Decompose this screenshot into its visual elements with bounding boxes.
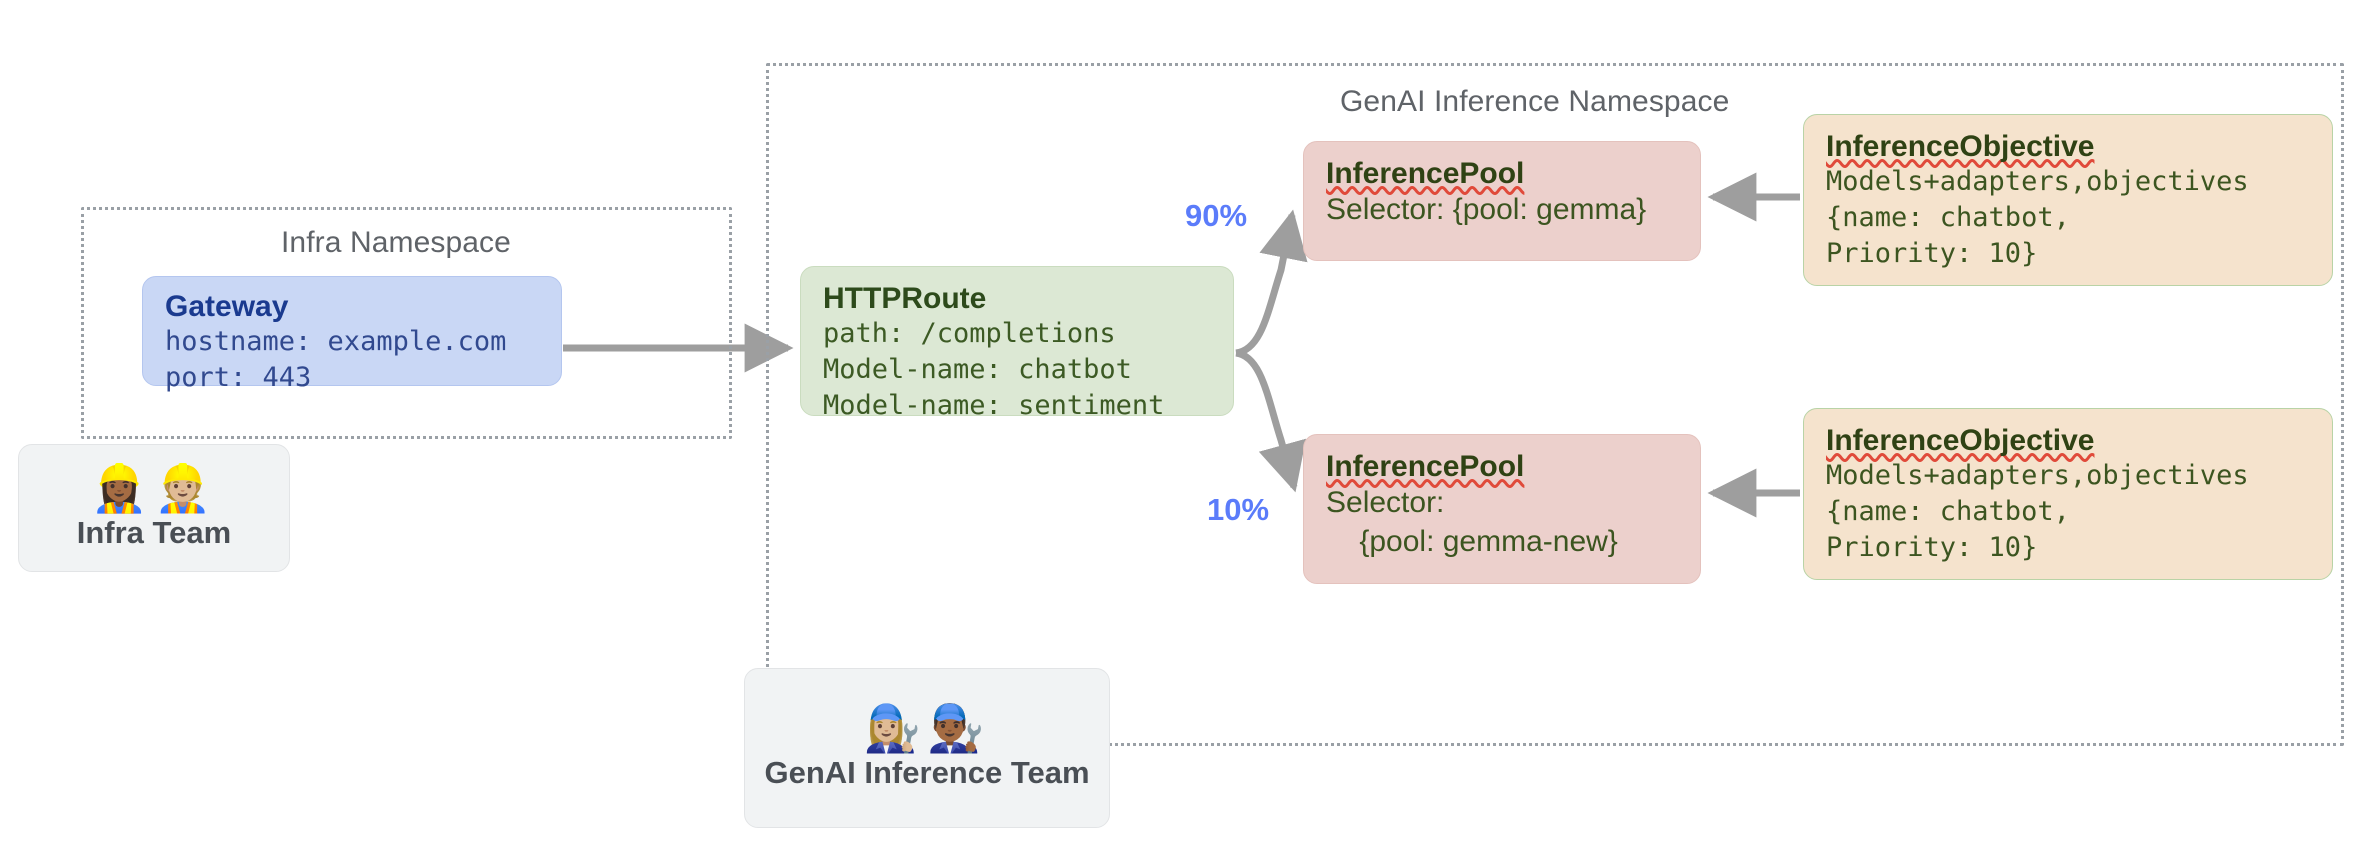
node-inference-pool-gemma-selector: Selector: {pool: gemma} bbox=[1326, 193, 1647, 227]
construction-worker-icon: 👷🏾‍♀️👷🏼 bbox=[90, 461, 218, 515]
node-gateway[interactable]: Gateway hostname: example.com port: 443 bbox=[142, 276, 562, 393]
node-inference-pool-gemma-title: InferencePool bbox=[1326, 157, 1525, 190]
node-inference-pool-gemma-new-selector-label: Selector: bbox=[1326, 486, 1445, 520]
team-chip-infra-label: Infra Team bbox=[76, 515, 232, 550]
node-httproute[interactable]: HTTPRoute path: /completions Model-name:… bbox=[800, 266, 1234, 421]
node-gateway-port: port: 443 bbox=[165, 362, 312, 394]
node-inference-objective-bottom-title: InferenceObjective bbox=[1826, 424, 2095, 457]
node-httproute-model-name-sentiment: Model-name: sentiment bbox=[823, 389, 1165, 421]
mechanic-icon: 👩🏼‍🔧👨🏾‍🔧 bbox=[863, 701, 991, 755]
namespace-infra bbox=[81, 207, 732, 439]
node-inference-objective-top-title: InferenceObjective bbox=[1826, 130, 2095, 163]
node-gateway-hostname: hostname: example.com bbox=[165, 326, 507, 358]
edge-weight-10: 10% bbox=[1207, 492, 1270, 527]
node-inference-pool-gemma-new-selector-value: {pool: gemma-new} bbox=[1326, 524, 1618, 558]
namespace-infra-title: Infra Namespace bbox=[281, 226, 511, 259]
node-httproute-path: path: /completions bbox=[823, 318, 1116, 350]
node-inference-objective-bottom-name: {name: chatbot, bbox=[1826, 496, 2070, 528]
node-httproute-title: HTTPRoute bbox=[823, 282, 987, 315]
team-chip-genai[interactable]: 👩🏼‍🔧👨🏾‍🔧 GenAI Inference Team bbox=[744, 668, 1110, 828]
node-inference-objective-top[interactable]: InferenceObjective Models+adapters,objec… bbox=[1803, 114, 2333, 286]
node-inference-pool-gemma[interactable]: InferencePool Selector: {pool: gemma} bbox=[1303, 141, 1701, 261]
node-inference-pool-gemma-new[interactable]: InferencePool Selector: {pool: gemma-new… bbox=[1303, 434, 1701, 584]
namespace-genai-title: GenAI Inference Namespace bbox=[1340, 85, 1730, 118]
node-inference-objective-top-models: Models+adapters,objectives bbox=[1826, 166, 2249, 198]
node-httproute-model-name-chatbot: Model-name: chatbot bbox=[823, 354, 1132, 386]
edge-weight-90: 90% bbox=[1185, 198, 1248, 233]
node-inference-pool-gemma-new-title: InferencePool bbox=[1326, 450, 1525, 483]
namespace-genai bbox=[766, 63, 2344, 746]
node-inference-objective-bottom-models: Models+adapters,objectives bbox=[1826, 460, 2249, 492]
node-inference-objective-top-priority: Priority: 10} bbox=[1826, 237, 2038, 269]
team-chip-genai-label: GenAI Inference Team bbox=[764, 755, 1090, 790]
node-inference-objective-bottom-priority: Priority: 10} bbox=[1826, 531, 2038, 563]
node-gateway-title: Gateway bbox=[165, 290, 289, 323]
node-inference-objective-bottom[interactable]: InferenceObjective Models+adapters,objec… bbox=[1803, 408, 2333, 580]
node-inference-objective-top-name: {name: chatbot, bbox=[1826, 202, 2070, 234]
team-chip-infra[interactable]: 👷🏾‍♀️👷🏼 Infra Team bbox=[18, 444, 290, 572]
